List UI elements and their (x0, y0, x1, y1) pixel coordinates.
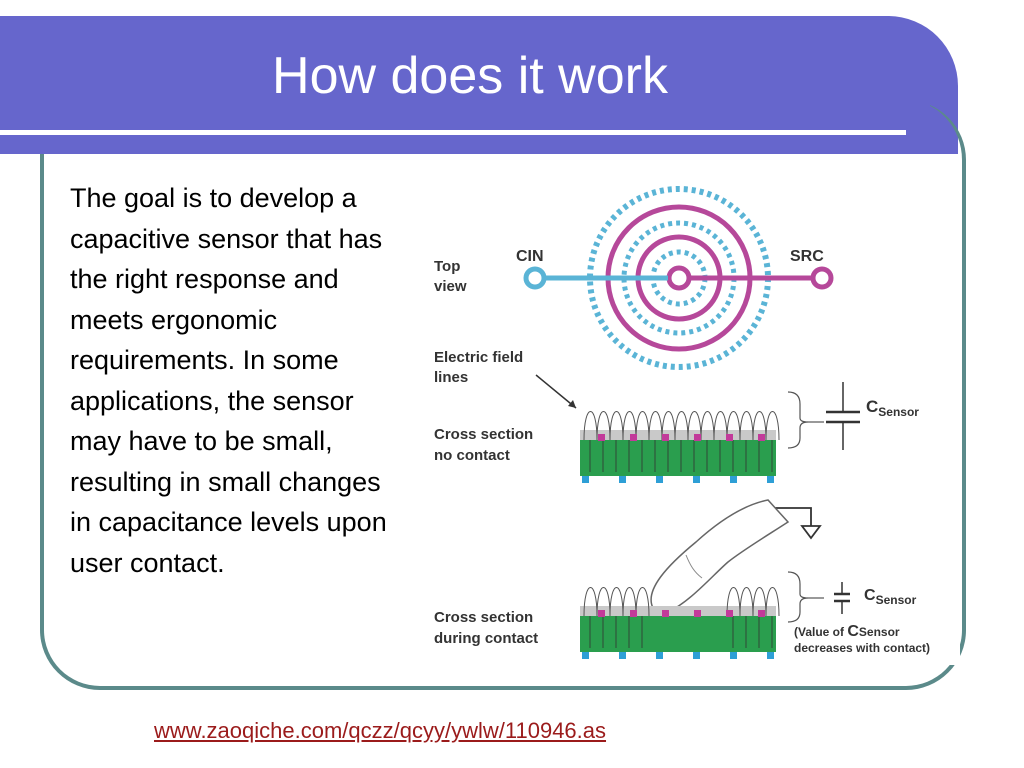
cross-c-label-1: Cross section (434, 609, 533, 626)
ground-pad (767, 652, 774, 659)
field-line (609, 587, 624, 617)
cross-c-label-2: during contact (434, 630, 538, 647)
field-line (583, 587, 598, 617)
field-line (739, 587, 754, 617)
title-underline (0, 130, 906, 135)
src-label: SRC (790, 248, 824, 265)
ground-and-finger (650, 499, 822, 613)
field-line (609, 411, 624, 441)
field-line (674, 411, 689, 441)
ground-pad (582, 476, 589, 483)
field-lines-contact (583, 587, 780, 648)
brace-2 (787, 571, 809, 623)
content-frame (40, 100, 966, 690)
capacitive-sensor-diagram: CIN SRC Top view Electric field lines Cr… (428, 160, 960, 665)
ground-pad (656, 652, 663, 659)
ground-pad (693, 476, 700, 483)
cross-section-during-contact: Cross section during contact CSensor (Va… (434, 571, 930, 659)
src-terminal (810, 266, 834, 290)
field-line (648, 411, 663, 441)
ground-pad (582, 652, 589, 659)
sensor-pad (630, 610, 637, 617)
field-line (596, 411, 611, 441)
cross-nc-label-1: Cross section (434, 426, 533, 443)
field-line (765, 587, 780, 617)
field-line (661, 411, 676, 441)
pcb-substrate-2 (580, 616, 776, 652)
top-view: CIN SRC Top view (434, 186, 834, 370)
sensor-pad (758, 610, 765, 617)
ground-wire (766, 507, 812, 526)
sensor-pad (694, 610, 701, 617)
field-line (700, 411, 715, 441)
field-line (713, 411, 728, 441)
ground-pad (619, 652, 626, 659)
field-line (765, 411, 780, 441)
brace-1 (787, 391, 809, 449)
sensor-pad (726, 610, 733, 617)
pcb-top-layer (580, 430, 776, 440)
field-line (583, 411, 598, 441)
field-lines (583, 411, 780, 472)
c-sensor-label-1: CSensor (866, 397, 919, 419)
cin-terminal (523, 266, 547, 290)
contact-note-1: (Value of CSensor (794, 623, 900, 640)
field-line (739, 411, 754, 441)
ground-icon (800, 525, 822, 540)
ground-pad (730, 652, 737, 659)
field-line (622, 411, 637, 441)
field-line (726, 587, 741, 617)
finger-outline (650, 499, 790, 613)
field-line (726, 411, 741, 441)
field-line (596, 587, 611, 617)
sensor-pad (662, 434, 669, 441)
sensor-pad (598, 610, 605, 617)
center-pad (666, 265, 692, 291)
field-line (635, 587, 650, 617)
field-line (752, 411, 767, 441)
cross-nc-label-2: no contact (434, 447, 510, 464)
field-line (622, 587, 637, 617)
cin-label: CIN (516, 248, 544, 265)
body-paragraph: The goal is to develop a capacitive sens… (70, 183, 387, 578)
ground-pad (767, 476, 774, 483)
ground-pad (693, 652, 700, 659)
sensor-pads-contact (598, 610, 765, 617)
field-label-2: lines (434, 369, 468, 386)
cross-section-no-contact: Cross section no contact CSensor (434, 382, 919, 483)
sensor-pad (726, 434, 733, 441)
top-view-label-2: view (434, 278, 467, 295)
ground-pad (656, 476, 663, 483)
field-label-1: Electric field (434, 349, 523, 366)
slide-title: How does it work (272, 47, 668, 105)
contact-note-2: decreases with contact) (794, 641, 930, 655)
ground-pad (619, 476, 626, 483)
field-line (752, 587, 767, 617)
electric-field-callout: Electric field lines (434, 349, 577, 409)
c-sensor-label-2: CSensor (864, 587, 917, 607)
ground-pad (730, 476, 737, 483)
sensor-pad (598, 434, 605, 441)
top-view-label-1: Top (434, 258, 460, 275)
pcb-top-layer-2 (580, 606, 776, 616)
sensor-pad (662, 610, 669, 617)
source-link[interactable]: www.zaoqiche.com/qczz/qcyy/ywlw/110946.a… (154, 718, 607, 743)
field-line (687, 411, 702, 441)
ground-pads-contact (582, 652, 774, 659)
sensor-pad (758, 434, 765, 441)
sensor-pads (598, 434, 765, 441)
field-line (635, 411, 650, 441)
sensor-pad (630, 434, 637, 441)
ground-pads (582, 476, 774, 483)
sensor-pad (694, 434, 701, 441)
title-bar-lower (0, 96, 930, 154)
pcb-substrate (580, 440, 776, 476)
